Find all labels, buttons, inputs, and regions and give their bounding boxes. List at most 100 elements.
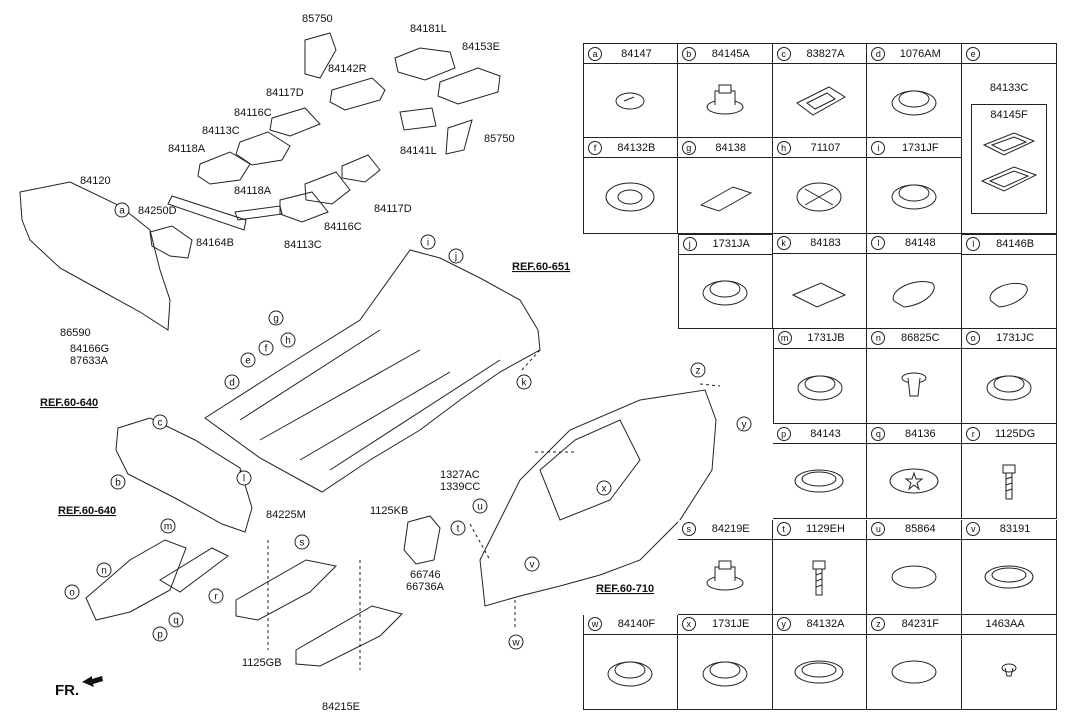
flat-plug-icon xyxy=(984,565,1034,589)
marker-letter: r xyxy=(214,592,218,603)
part-letter: q xyxy=(871,426,886,441)
pad-84118A-mid xyxy=(234,205,283,221)
side-member xyxy=(85,539,187,621)
callout-87633A: 87633A xyxy=(70,355,109,367)
part-letter: b xyxy=(681,46,696,61)
marker-q: q xyxy=(168,612,184,628)
marker-k: k xyxy=(516,374,532,390)
part-code: 1731JE xyxy=(712,618,750,631)
part-code: 84140F xyxy=(617,618,656,631)
marker-letter: h xyxy=(285,336,291,347)
flat-plug-icon xyxy=(773,444,867,518)
part-letter: e xyxy=(966,46,981,61)
marker-g: g xyxy=(268,310,284,326)
marker-letter: f xyxy=(265,344,268,355)
marker-r: r xyxy=(208,588,224,604)
callout-84153E: 84153E xyxy=(462,41,500,53)
callout-84117D-right: 84117D xyxy=(374,203,412,215)
flat-plug-icon xyxy=(794,660,844,684)
flat-plug-icon xyxy=(962,540,1056,614)
marker-c: c xyxy=(152,414,168,430)
marker-b: b xyxy=(110,474,126,490)
marker-u: u xyxy=(472,498,488,514)
part-code: 84219E xyxy=(711,523,750,535)
plug-icon xyxy=(702,280,748,306)
bolt-icon xyxy=(962,444,1056,518)
disc-icon xyxy=(867,635,961,709)
marker-d: d xyxy=(224,374,240,390)
part-code: 85864 xyxy=(904,523,936,535)
part-code: 83191 xyxy=(999,523,1031,535)
floor-panel xyxy=(204,249,541,493)
group-box: 84145F xyxy=(971,104,1048,214)
marker-o: o xyxy=(64,584,80,600)
star-plug-icon xyxy=(889,468,939,494)
plate-icon xyxy=(678,158,772,232)
group-code: 84133C xyxy=(989,82,1029,94)
screw-clip-icon xyxy=(901,372,927,397)
marker-v: v xyxy=(524,556,540,572)
pad-84113C-top xyxy=(197,151,251,185)
part-code: 86825C xyxy=(901,332,940,345)
pad-85750-top xyxy=(304,32,337,79)
callout-84141L: 84141L xyxy=(400,145,437,157)
marker-letter: z xyxy=(696,366,701,377)
part-code: 1125DG xyxy=(995,427,1036,440)
callout-84116C-top: 84116C xyxy=(234,107,272,119)
part-code: 1463AA xyxy=(985,618,1025,631)
part-code: 84146B xyxy=(996,238,1035,251)
part-letter: d xyxy=(871,46,886,61)
marker-h: h xyxy=(280,332,296,348)
callout-66746: 66746 xyxy=(410,569,441,581)
part-letter: v xyxy=(966,522,981,536)
marker-a: a xyxy=(114,202,130,218)
nut-icon xyxy=(678,64,772,137)
part-letter: r xyxy=(966,426,981,441)
group-icon: 84133C 84145F xyxy=(962,64,1056,233)
bracket-icon xyxy=(773,64,867,137)
part-letter: j xyxy=(682,237,697,252)
callout-84118A-mid: 84118A xyxy=(234,185,272,197)
part-code: 84147 xyxy=(621,47,652,60)
callout-1125GB: 1125GB xyxy=(242,657,282,669)
part-letter: z xyxy=(871,617,886,632)
disc-icon xyxy=(891,660,937,684)
small-clip-icon xyxy=(1001,663,1017,677)
marker-e: e xyxy=(240,352,256,368)
parts-cell-header: j 1731JA xyxy=(678,235,772,255)
part-code: 1731JB xyxy=(807,332,845,345)
marker-s: s xyxy=(294,534,310,550)
parts-cell-v-22: v 83191 xyxy=(962,519,1057,615)
marker-letter: k xyxy=(522,378,528,389)
part-letter: p xyxy=(776,426,791,441)
pad-84141L xyxy=(399,107,437,131)
part-letter: k xyxy=(776,236,791,251)
star-plug-icon xyxy=(867,444,961,518)
marker-letter: a xyxy=(119,206,125,217)
pad-84117D-right xyxy=(341,154,381,183)
callout-84225M: 84225M xyxy=(266,509,306,521)
marker-w: w xyxy=(508,634,524,650)
callout-84250D: 84250D xyxy=(138,205,177,217)
callout-84164B: 84164B xyxy=(196,237,234,249)
callout-84120: 84120 xyxy=(80,175,111,187)
part-code: 1731JA xyxy=(712,238,750,251)
parts-cell-header: e xyxy=(962,44,1056,64)
